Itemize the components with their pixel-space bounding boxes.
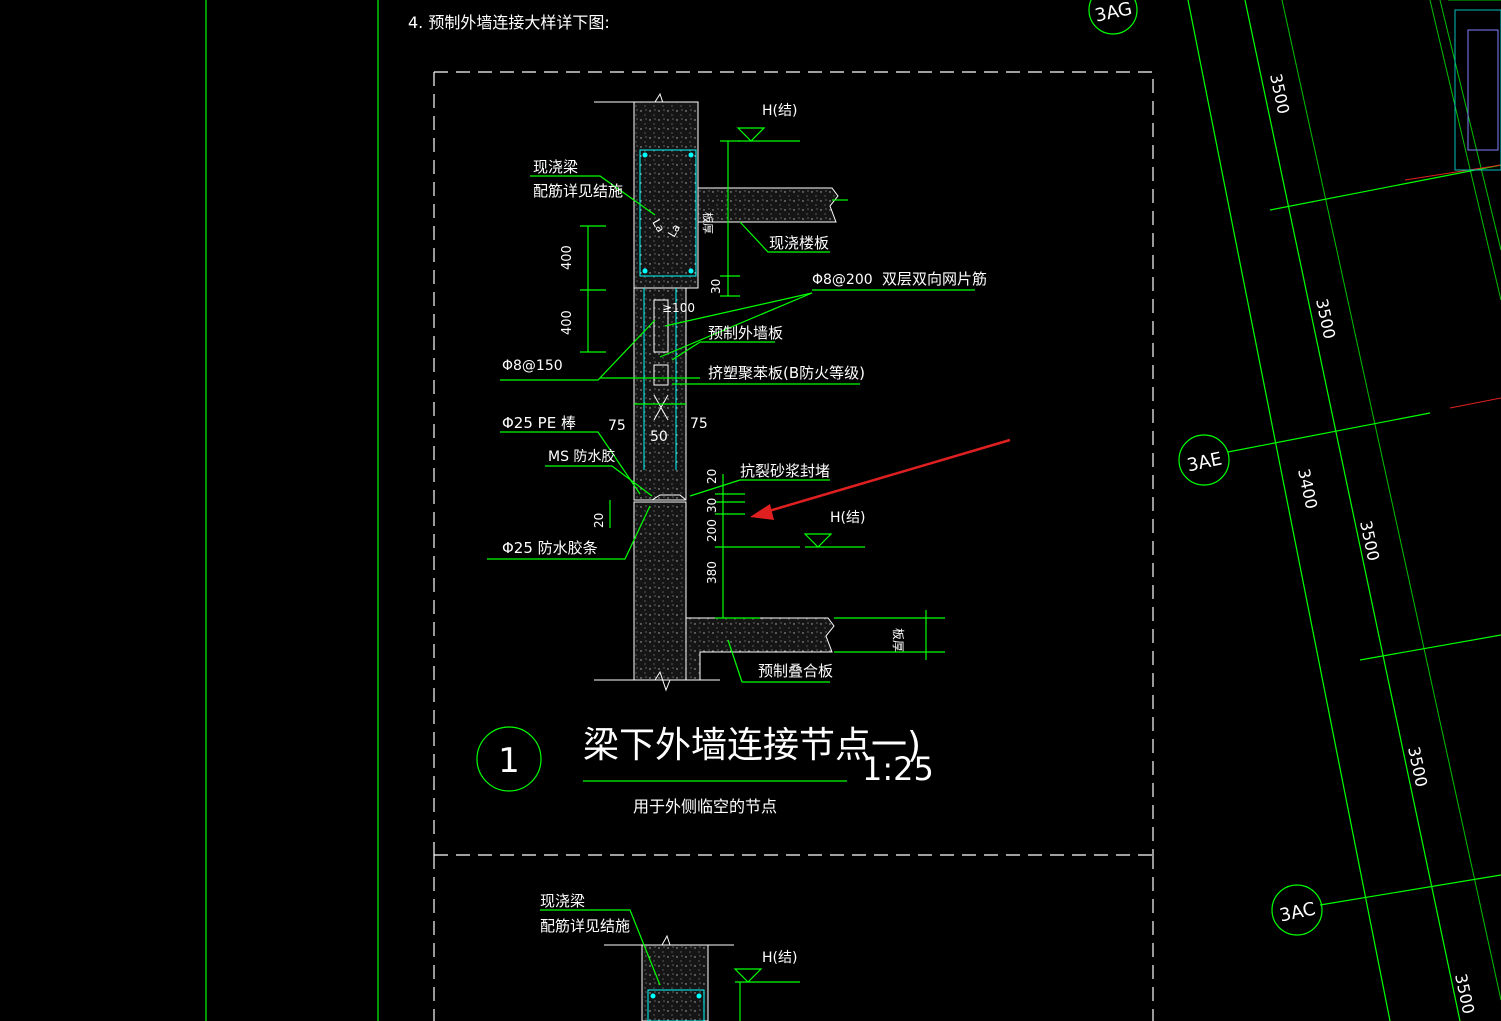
svg-text:MS 防水胶: MS 防水胶 bbox=[548, 448, 615, 465]
grid-bubble-3AE[interactable]: 3AE bbox=[1178, 434, 1230, 486]
svg-text:配筋详见结施: 配筋详见结施 bbox=[533, 182, 623, 200]
detail-title: 梁下外墙连接节点一) bbox=[583, 725, 921, 766]
red-arrow-annotation bbox=[750, 438, 1011, 520]
svg-text:La: La bbox=[649, 217, 667, 235]
detail-1: La La 板厚 板厚 H(结) H(结) bbox=[476, 92, 987, 816]
svg-text:La: La bbox=[665, 222, 683, 240]
svg-text:3400: 3400 bbox=[1294, 467, 1321, 511]
svg-text:Φ25 防水胶条: Φ25 防水胶条 bbox=[502, 539, 598, 557]
svg-text:50: 50 bbox=[650, 429, 668, 445]
svg-text:3500: 3500 bbox=[1312, 297, 1339, 341]
detail-1-frame bbox=[433, 71, 1154, 855]
svg-text:3500: 3500 bbox=[1356, 519, 1383, 563]
svg-text:双层双向网片筋: 双层双向网片筋 bbox=[882, 270, 987, 288]
svg-text:75: 75 bbox=[608, 418, 626, 434]
svg-text:400: 400 bbox=[560, 245, 575, 270]
detail-scale: 1:25 bbox=[862, 750, 934, 788]
svg-text:预制叠合板: 预制叠合板 bbox=[758, 662, 833, 680]
svg-text:Φ8@150: Φ8@150 bbox=[502, 358, 563, 374]
note-title: 4. 预制外墙连接大样详下图: bbox=[408, 13, 610, 32]
svg-text:板厚: 板厚 bbox=[891, 628, 905, 652]
svg-text:H(结): H(结) bbox=[830, 510, 865, 526]
svg-text:20: 20 bbox=[705, 469, 719, 484]
cast-beam bbox=[633, 101, 699, 289]
svg-text:H(结): H(结) bbox=[762, 103, 797, 119]
svg-text:现浇楼板: 现浇楼板 bbox=[769, 234, 829, 252]
plan-grid bbox=[1187, 0, 1501, 1021]
svg-text:Φ8@200: Φ8@200 bbox=[812, 272, 873, 288]
detail-2: 现浇梁 配筋详见结施 H(结) bbox=[540, 892, 800, 1021]
svg-text:现浇梁: 现浇梁 bbox=[533, 158, 578, 176]
precast-wall-panel bbox=[633, 287, 687, 501]
svg-text:3AG: 3AG bbox=[1093, 0, 1134, 27]
svg-text:3AC: 3AC bbox=[1278, 898, 1318, 926]
svg-text:200: 200 bbox=[705, 519, 719, 542]
svg-text:75: 75 bbox=[690, 416, 708, 432]
svg-text:30: 30 bbox=[709, 279, 723, 294]
lower-wall bbox=[633, 501, 687, 681]
svg-text:现浇梁: 现浇梁 bbox=[540, 892, 585, 910]
svg-text:1: 1 bbox=[498, 741, 520, 781]
svg-text:抗裂砂浆封堵: 抗裂砂浆封堵 bbox=[740, 462, 830, 480]
svg-text:预制外墙板: 预制外墙板 bbox=[708, 324, 783, 342]
svg-text:≥100: ≥100 bbox=[662, 301, 695, 315]
detail-2-frame bbox=[433, 854, 1154, 1021]
svg-text:380: 380 bbox=[705, 561, 719, 584]
svg-text:20: 20 bbox=[592, 513, 606, 528]
svg-text:挤塑聚苯板(B防火等级): 挤塑聚苯板(B防火等级) bbox=[708, 364, 865, 382]
grid-bubble-3AG[interactable]: 3AG bbox=[1088, 0, 1138, 35]
detail-number-bubble bbox=[476, 726, 542, 792]
cast-floor-slab bbox=[697, 187, 839, 223]
svg-text:Φ25 PE 棒: Φ25 PE 棒 bbox=[502, 414, 576, 432]
beam-stirrup bbox=[639, 149, 697, 277]
detail-subtitle: 用于外侧临空的节点 bbox=[633, 797, 777, 816]
svg-text:配筋详见结施: 配筋详见结施 bbox=[540, 917, 630, 935]
svg-text:3500: 3500 bbox=[1451, 972, 1478, 1016]
svg-text:30: 30 bbox=[705, 498, 719, 513]
svg-text:3AE: 3AE bbox=[1185, 449, 1224, 477]
grid-dimensions: 3500 3500 3400 3500 3500 3500 bbox=[1266, 72, 1478, 1016]
svg-text:H(结): H(结) bbox=[762, 950, 797, 966]
svg-text:板厚: 板厚 bbox=[701, 212, 715, 234]
svg-text:3500: 3500 bbox=[1404, 745, 1431, 789]
svg-text:3500: 3500 bbox=[1266, 72, 1293, 116]
svg-text:400: 400 bbox=[560, 310, 575, 335]
grid-bubble-3AC[interactable]: 3AC bbox=[1271, 884, 1323, 936]
